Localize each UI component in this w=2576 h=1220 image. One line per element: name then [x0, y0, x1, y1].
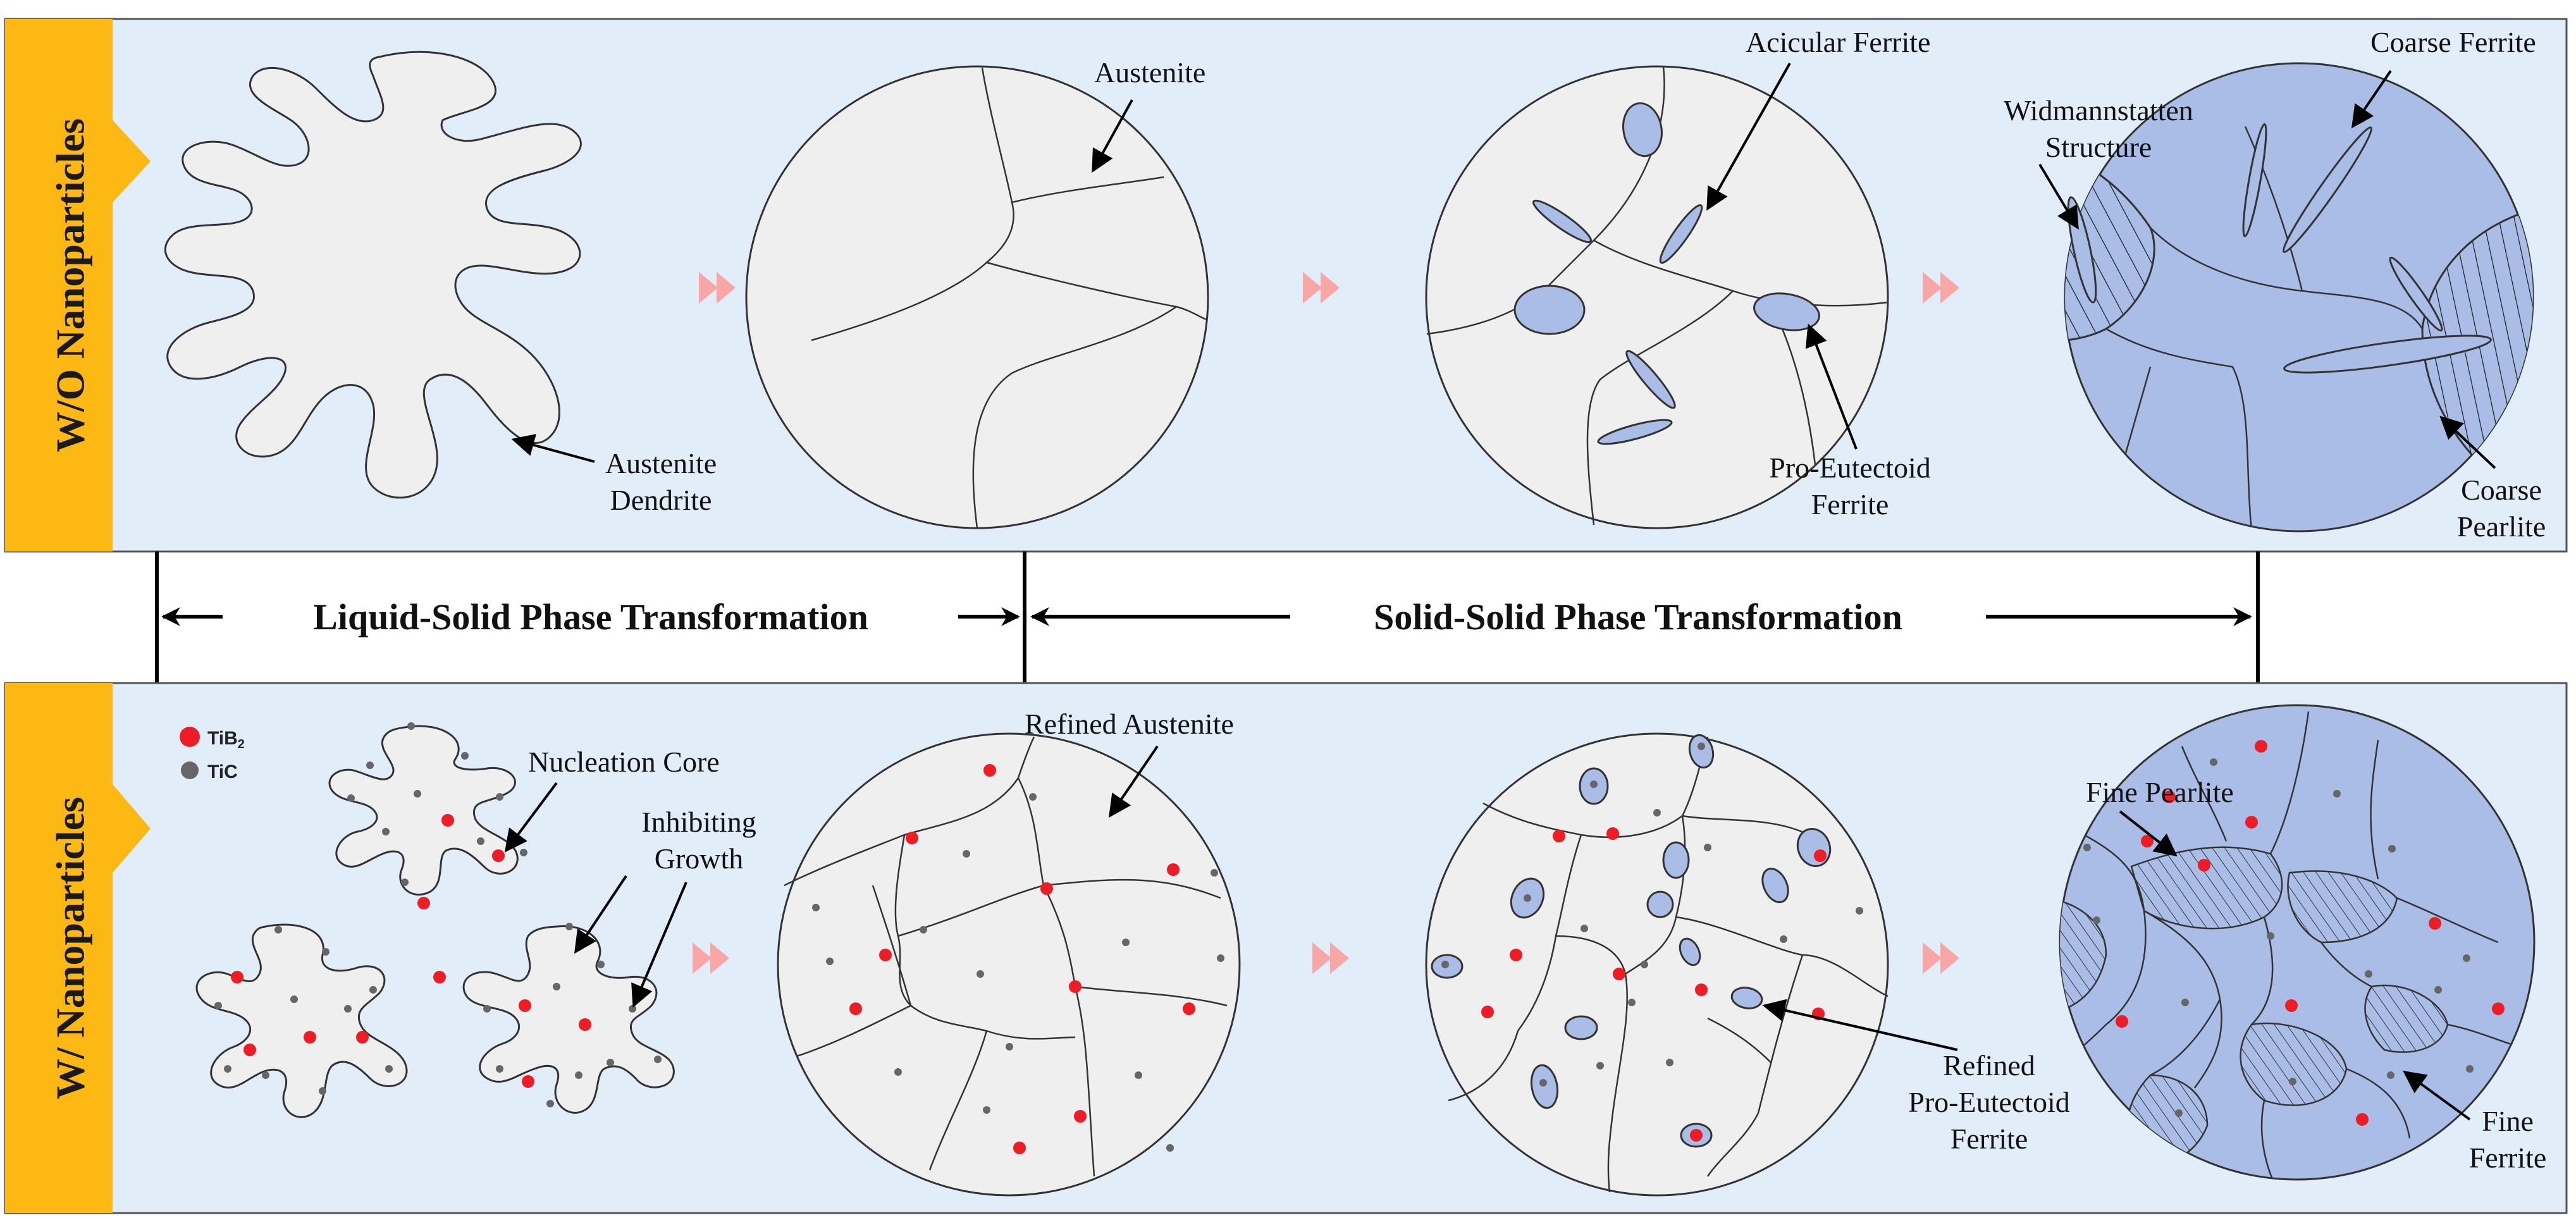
fine-ferrite-label-line1: Fine: [2482, 1105, 2534, 1137]
ferrite-nucleation-circle: [1425, 65, 1889, 529]
widmannstatten-label-line2: Structure: [2045, 131, 2152, 163]
refined-ferrite-label-line2: Pro-Eutectoid: [1908, 1086, 2070, 1118]
refined-dendrite-3: [433, 923, 675, 1114]
refined-ferrite-arrow: [1762, 999, 1958, 1051]
step-arrow-3: [1923, 272, 1959, 304]
refined-dendrite-2: [195, 923, 408, 1118]
solid-solid-label: Solid-Solid Phase Transformation: [1374, 596, 1902, 638]
svg-text:TiB2: TiB2: [207, 728, 245, 751]
austenite-grains: [745, 65, 1209, 529]
refined-austenite-arrow: [1108, 745, 1159, 818]
austenite-dendrite: [164, 51, 582, 499]
step-arrow-4: [693, 942, 729, 974]
tib2-legend-dot: [180, 727, 200, 747]
dendrite-label-line1: Austenite: [605, 447, 717, 479]
widmannstatten-arrow: [2038, 163, 2079, 230]
fine-pearlite-arrow: [2119, 810, 2178, 857]
tic-legend-dot: [181, 761, 199, 779]
fine-ferrite-label-line2: Ferrite: [2469, 1142, 2547, 1174]
acicular-ferrite-label: Acicular Ferrite: [1746, 26, 1930, 58]
widmannstatten-label-line1: Widmannstatten: [2004, 94, 2193, 126]
refined-ferrite-label-line1: Refined: [1943, 1049, 2035, 1081]
particle-legend: TiB2 TiC: [180, 727, 245, 782]
proeutectoid-label-line2: Ferrite: [1811, 488, 1889, 521]
dendrite-arrow: [511, 434, 595, 463]
proeutectoid-label-line1: Pro-Eutectoid: [1769, 452, 1931, 484]
coarse-pearlite-arrow: [2439, 416, 2496, 469]
top-side-tab: [5, 19, 151, 551]
transformation-brackets: [155, 551, 2260, 683]
inhibiting-label-line2: Growth: [655, 842, 744, 875]
coarse-ferrite-arrow: [2351, 70, 2392, 128]
inhibiting-arrow-2: [631, 882, 687, 1008]
refined-ferrite-circle: [1425, 732, 1889, 1197]
acicular-arrow: [1706, 63, 1791, 211]
coarse-pearlite-label-line2: Pearlite: [2457, 510, 2546, 543]
refined-ferrite-label-line3: Ferrite: [1950, 1123, 2028, 1155]
step-arrow-1: [699, 272, 736, 304]
tib2-legend-subscript: 2: [238, 737, 245, 751]
coarse-ferrite-label: Coarse Ferrite: [2370, 26, 2536, 58]
step-arrow-2: [1303, 272, 1340, 304]
step-arrow-5: [1312, 942, 1349, 974]
liquid-solid-label: Liquid-Solid Phase Transformation: [313, 596, 868, 638]
austenite-arrow: [1092, 99, 1133, 173]
nucleation-arrow: [504, 782, 558, 853]
step-arrow-6: [1923, 942, 1959, 974]
top-side-label: W/O Nanoparticles: [48, 118, 93, 452]
refined-austenite-label: Refined Austenite: [1025, 708, 1234, 740]
refined-dendrite-1: [328, 722, 527, 909]
fine-microstructure-circle: [2059, 704, 2536, 1181]
austenite-label: Austenite: [1094, 56, 1205, 89]
dendrite-label-line2: Dendrite: [610, 484, 712, 516]
tic-legend-label: TiC: [207, 761, 238, 782]
inhibiting-label-line1: Inhibiting: [641, 806, 756, 838]
fine-pearlite-label: Fine Pearlite: [2086, 776, 2234, 808]
bottom-side-label: W/ Nanoparticles: [48, 797, 93, 1099]
refined-austenite-circle: [777, 732, 1241, 1197]
inhibiting-arrow-1: [574, 875, 627, 954]
fine-ferrite-arrow: [2403, 1070, 2471, 1121]
coarse-pearlite-label-line1: Coarse: [2461, 474, 2542, 506]
nucleation-core-label: Nucleation Core: [528, 746, 720, 778]
tib2-legend-label: TiB: [207, 728, 238, 749]
bottom-side-tab: [5, 683, 151, 1213]
proeutectoid-arrow: [1805, 323, 1858, 450]
